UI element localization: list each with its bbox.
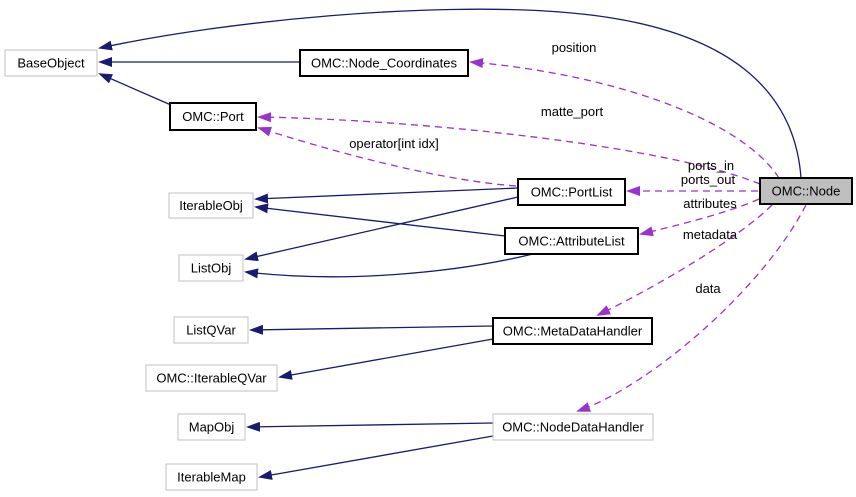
class-box-listqvar: ListQVar	[173, 316, 249, 344]
class-box-mapobj: MapObj	[177, 413, 246, 441]
class-label-attributelist: OMC::AttributeList	[518, 234, 625, 249]
class-box-rect-listobj	[178, 254, 244, 282]
class-box-rect-iterableqvar	[145, 364, 278, 392]
edge-node-inherits-baseobject	[98, 8, 802, 179]
class-label-baseobject: BaseObject	[17, 56, 85, 71]
class-box-attributelist[interactable]: OMC::AttributeList	[504, 227, 639, 255]
edge-label-position: position	[552, 40, 597, 55]
class-box-rect-metadatahandler[interactable]	[492, 317, 653, 345]
edge-nodedatahandler-inherits-mapobj	[246, 421, 494, 432]
class-box-portlist[interactable]: OMC::PortList	[517, 178, 626, 206]
edge-data	[576, 204, 807, 412]
class-label-listqvar: ListQVar	[186, 323, 236, 338]
class-box-rect-attributelist[interactable]	[504, 227, 639, 255]
class-box-node: OMC::Node	[759, 177, 853, 205]
class-box-metadatahandler[interactable]: OMC::MetaDataHandler	[492, 317, 653, 345]
edge-position	[469, 58, 780, 179]
edge-matte_port	[257, 112, 761, 185]
class-box-listobj: ListObj	[178, 254, 244, 282]
edge-operator	[257, 126, 517, 187]
class-box-iterablemap: IterableMap	[165, 463, 258, 491]
class-box-iterableobj: IterableObj	[168, 192, 254, 219]
edge-portlist-inherits-iterableobj	[254, 187, 519, 204]
edge-label-ports: ports_out	[681, 172, 736, 187]
class-label-mapobj: MapObj	[189, 420, 235, 435]
class-box-node-coordinates[interactable]: OMC::Node_Coordinates	[299, 49, 469, 77]
edge-label-ports: ports_in	[688, 158, 734, 173]
edge-metadatahandler-inherits-listqvar	[249, 324, 494, 335]
class-label-nodedatahandler: OMC::NodeDataHandler	[502, 420, 644, 435]
edges-layer	[98, 8, 807, 480]
edge-attributelist-inherits-iterableobj	[254, 203, 506, 237]
class-box-rect-port[interactable]	[169, 102, 257, 131]
class-box-rect-listqvar	[173, 316, 249, 344]
edge-label-data: data	[695, 281, 721, 296]
edge-label-operator: operator[int idx]	[349, 136, 439, 151]
edge-nodedatahandler-inherits-iterablemap	[258, 435, 494, 480]
edge-attributes	[639, 198, 760, 237]
class-box-rect-iterableobj	[168, 192, 254, 219]
class-box-rect-iterablemap	[165, 463, 258, 491]
edge-metadata	[596, 204, 773, 316]
class-box-rect-baseobject	[4, 49, 98, 77]
class-label-node-coordinates: OMC::Node_Coordinates	[311, 56, 457, 71]
class-box-port[interactable]: OMC::Port	[169, 102, 257, 131]
edge-port-inherits-baseobject	[98, 73, 172, 106]
edge-label-metadata: metadata	[683, 227, 738, 242]
class-label-listobj: ListObj	[191, 261, 232, 276]
class-box-rect-nodedatahandler	[492, 413, 654, 441]
edge-portlist-inherits-listobj	[244, 196, 519, 262]
class-box-baseobject: BaseObject	[4, 49, 98, 77]
edge-metadatahandler-inherits-iterableqvar	[278, 338, 494, 380]
edge-label-matte_port: matte_port	[541, 104, 604, 119]
class-label-node: OMC::Node	[772, 184, 841, 199]
edge-label-attributes: attributes	[683, 196, 737, 211]
class-box-rect-mapobj	[177, 413, 246, 441]
class-box-rect-portlist[interactable]	[517, 178, 626, 206]
class-box-nodedatahandler: OMC::NodeDataHandler	[492, 413, 654, 441]
class-label-iterableobj: IterableObj	[179, 198, 243, 213]
class-label-portlist: OMC::PortList	[531, 185, 613, 200]
class-label-iterableqvar: OMC::IterableQVar	[156, 371, 267, 386]
class-box-rect-node-coordinates[interactable]	[299, 49, 469, 77]
class-box-iterableqvar: OMC::IterableQVar	[145, 364, 278, 392]
class-label-port: OMC::Port	[182, 109, 244, 124]
class-box-rect-node	[759, 177, 853, 205]
class-label-metadatahandler: OMC::MetaDataHandler	[503, 324, 643, 339]
edge-attributelist-inherits-listobj	[244, 253, 534, 279]
class-nodes-layer: BaseObject OMC::Node_CoordinatesOMC::Port…	[4, 49, 853, 491]
class-label-iterablemap: IterableMap	[177, 470, 246, 485]
edge-labels-layer: position matte_port operator[int idx] ports…	[349, 40, 738, 296]
